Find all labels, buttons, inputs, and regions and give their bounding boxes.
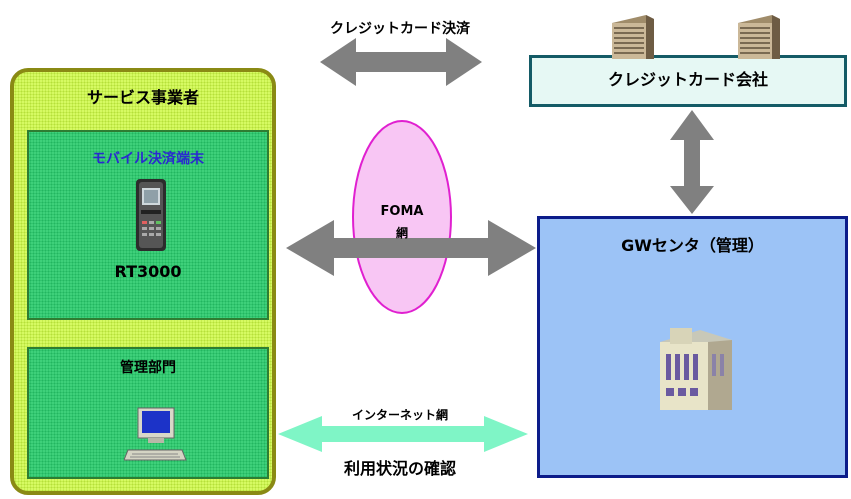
vertical-arrow [670, 110, 714, 214]
office-building-icon [612, 15, 654, 59]
internet-label: インターネット網 [351, 408, 448, 422]
credit-card-company-label: クレジットカード会社 [607, 70, 768, 89]
credit-settlement-arrow [320, 38, 482, 86]
terminal-model-label: RT3000 [114, 262, 182, 281]
computer-icon [124, 407, 187, 461]
credit-card-company-box [529, 55, 847, 107]
mobile-terminal-label: モバイル決済端末 [92, 151, 204, 167]
foma-label-line2: 網 [395, 226, 408, 240]
management-dept-label: 管理部門 [120, 360, 176, 376]
service-operator-title: サービス事業者 [86, 88, 199, 107]
data-center-building-icon [660, 328, 732, 410]
foma-arrow [286, 220, 536, 276]
internet-arrow [278, 416, 528, 452]
payment-terminal-icon [136, 179, 166, 251]
foma-network-ellipse [352, 120, 452, 314]
credit-settlement-label: クレジットカード決済 [330, 21, 470, 37]
office-building-icon [738, 15, 780, 59]
gw-center-label: GWセンタ（管理） [621, 236, 764, 255]
management-dept-panel [27, 347, 269, 479]
foma-label-line1: FOMA [380, 204, 424, 219]
usage-check-label: 利用状況の確認 [343, 459, 456, 478]
